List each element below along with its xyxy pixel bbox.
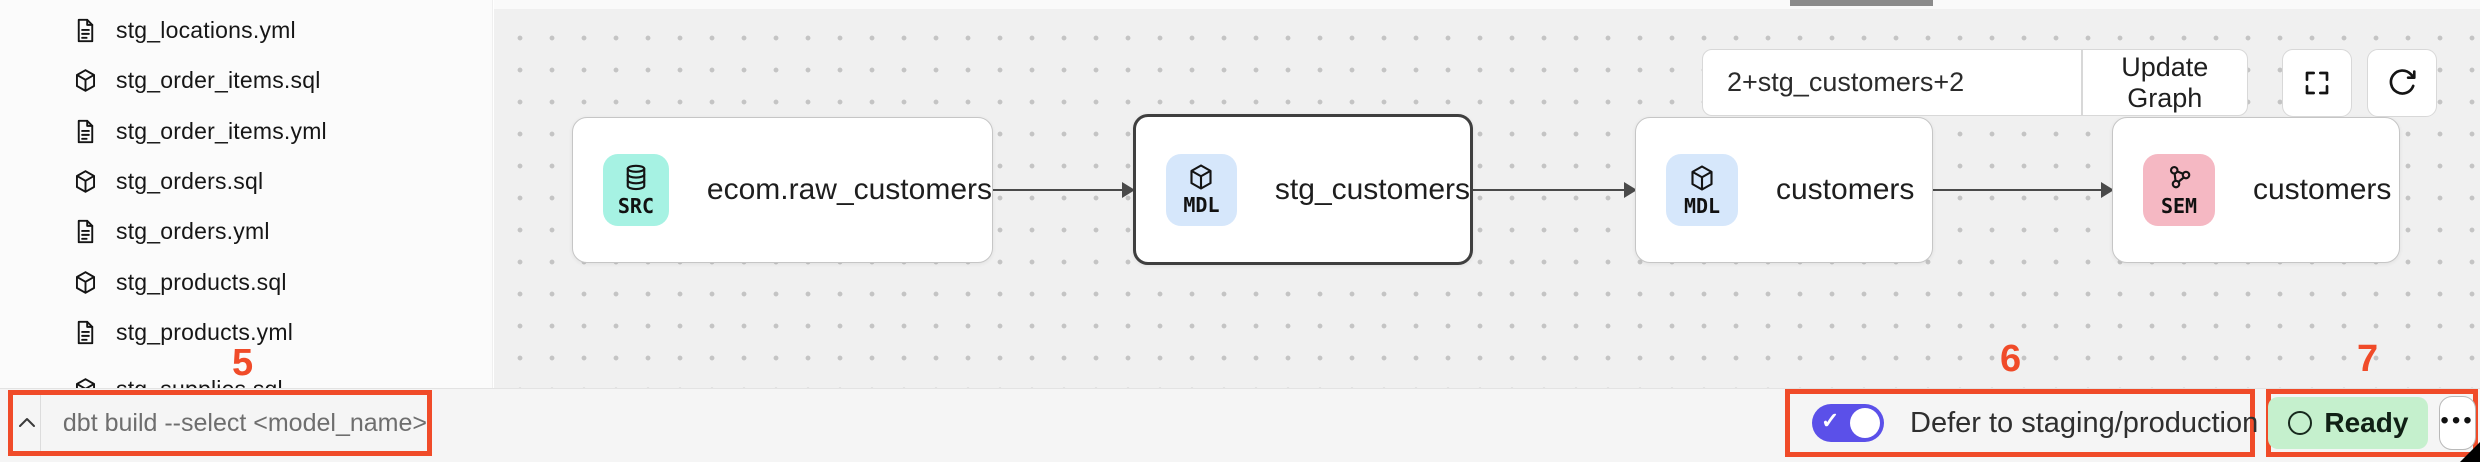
- node-label: ecom.raw_customers: [706, 173, 992, 206]
- canvas-top-strip: [494, 0, 2480, 9]
- graph-node-customers-model[interactable]: MDL customers: [1635, 117, 1933, 263]
- annotation-number-6: 6: [2000, 338, 2022, 380]
- expand-command-panel-button[interactable]: [13, 395, 40, 451]
- document-icon: [77, 219, 94, 243]
- edge-src-to-stg-customers: [993, 182, 1135, 199]
- more-options-button[interactable]: •••: [2439, 396, 2476, 450]
- document-icon: [77, 119, 94, 143]
- source-badge: SRC: [603, 154, 669, 226]
- graph-node-stg-customers[interactable]: MDL stg_customers: [1133, 114, 1473, 265]
- status-circle-icon: [2288, 411, 2313, 435]
- command-input[interactable]: dbt build --select <model_name>: [62, 408, 427, 437]
- file-name: stg_order_items.yml: [116, 117, 327, 144]
- file-name: stg_orders.yml: [116, 217, 270, 244]
- database-icon: [626, 164, 646, 190]
- node-label: customers: [1776, 173, 1915, 206]
- fullscreen-icon: [2305, 71, 2329, 95]
- model-cube-icon: [75, 169, 96, 193]
- refresh-graph-button[interactable]: [2367, 49, 2437, 117]
- file-item-stg-order-items-sql[interactable]: stg_order_items.sql: [0, 55, 492, 105]
- file-item-stg-orders-sql[interactable]: stg_orders.sql: [0, 156, 492, 206]
- defer-toggle-switch[interactable]: ✓: [1812, 404, 1884, 442]
- model-cube-icon: [75, 68, 96, 92]
- file-name: stg_orders.sql: [116, 167, 264, 194]
- semantic-icon: [2169, 165, 2191, 188]
- node-label: customers: [2253, 173, 2392, 206]
- check-icon: ✓: [1821, 408, 1840, 433]
- model-cube-icon: [1190, 164, 1213, 190]
- file-name: stg_locations.yml: [116, 16, 296, 43]
- annotation-box-defer-toggle: ✓ Defer to staging/production ?: [1785, 389, 2300, 457]
- document-icon: [77, 320, 94, 344]
- arrowhead-icon: [1122, 182, 1135, 199]
- file-explorer: stg_locations.yml stg_order_items.sql st…: [0, 0, 493, 388]
- selector-divider: [2081, 50, 2083, 115]
- annotation-box-ide-status: Ready •••: [2266, 389, 2478, 457]
- annotation-number-7: 7: [2357, 338, 2379, 380]
- arrowhead-icon: [1624, 182, 1637, 199]
- node-label: stg_customers: [1274, 172, 1470, 206]
- refresh-icon: [2389, 69, 2416, 95]
- badge-label: MDL: [1183, 193, 1220, 217]
- badge-label: SEM: [2160, 193, 2198, 218]
- file-item-stg-products-sql[interactable]: stg_products.sql: [0, 257, 492, 307]
- edge-customers-to-sem-customers: [1933, 182, 2114, 199]
- bottom-status-bar: [0, 388, 2480, 462]
- file-item-stg-orders-yml[interactable]: stg_orders.yml: [0, 206, 492, 256]
- file-name: stg_products.yml: [116, 318, 294, 345]
- annotation-box-command-prompt: dbt build --select <model_name>: [8, 390, 432, 456]
- file-item-stg-supplies-sql[interactable]: stg_supplies.sql: [0, 364, 492, 389]
- scroll-indicator-bar: [1790, 0, 1933, 6]
- graph-node-customers-semantic[interactable]: SEM customers: [2112, 117, 2400, 263]
- file-item-stg-products-yml[interactable]: stg_products.yml: [0, 307, 492, 357]
- model-cube-icon: [75, 270, 96, 294]
- document-icon: [77, 18, 94, 42]
- badge-label: MDL: [1683, 193, 1721, 218]
- graph-node-source-ecom-raw-customers[interactable]: SRC ecom.raw_customers: [572, 117, 993, 263]
- file-name: stg_order_items.sql: [116, 66, 321, 93]
- status-label: Ready: [2324, 407, 2409, 438]
- cursor-arrow: [2460, 442, 2480, 462]
- annotation-number-5: 5: [232, 342, 254, 384]
- ide-status-button[interactable]: Ready: [2268, 397, 2429, 449]
- file-item-stg-order-items-yml[interactable]: stg_order_items.yml: [0, 106, 492, 156]
- semantic-badge: SEM: [2143, 154, 2215, 226]
- model-badge: MDL: [1666, 154, 1738, 226]
- file-item-stg-locations-yml[interactable]: stg_locations.yml: [0, 5, 492, 55]
- file-name: stg_products.sql: [116, 268, 287, 295]
- chevron-up-icon: [18, 418, 35, 427]
- model-cube-icon: [75, 377, 96, 388]
- update-graph-button[interactable]: Update Graph: [2083, 50, 2248, 115]
- defer-toggle-label: Defer to staging/production: [1910, 406, 2259, 439]
- file-name: stg_supplies.sql: [116, 376, 283, 389]
- fullscreen-button[interactable]: [2282, 49, 2352, 117]
- command-bar-divider: [40, 395, 41, 451]
- arrowhead-icon: [2101, 182, 2114, 199]
- badge-label: SRC: [617, 193, 655, 218]
- lineage-canvas[interactable]: SRC ecom.raw_customers MDL stg_customers…: [494, 0, 2480, 388]
- edge-stg-customers-to-customers: [1473, 182, 1637, 199]
- graph-selector-group: Update Graph: [1702, 49, 2248, 116]
- graph-selector-input[interactable]: [1703, 50, 2081, 115]
- toggle-knob: [1850, 408, 1880, 438]
- model-cube-icon: [1691, 164, 1713, 191]
- model-badge: MDL: [1166, 153, 1237, 226]
